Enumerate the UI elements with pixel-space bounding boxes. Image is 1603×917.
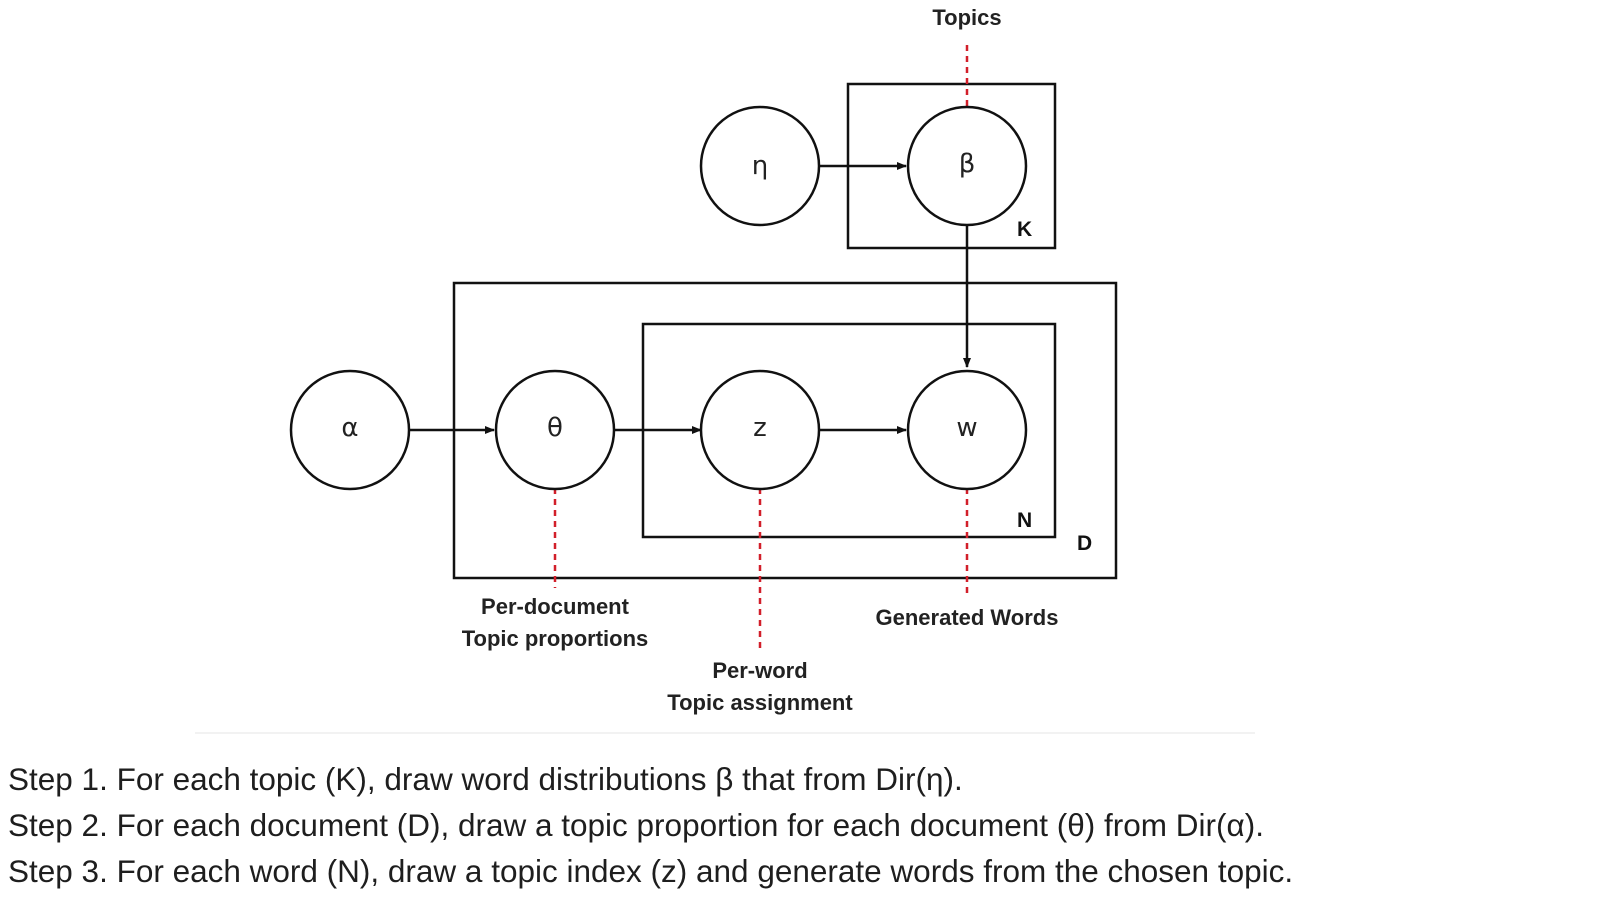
theta-annotation-line1: Per-document — [481, 594, 630, 619]
node-alpha-label: α — [341, 413, 358, 443]
node-eta: η — [699, 105, 821, 227]
step-2: Step 2. For each document (D), draw a to… — [8, 807, 1264, 843]
node-alpha: α — [289, 369, 411, 491]
steps-list: Step 1. For each topic (K), draw word di… — [8, 756, 1293, 894]
plate-label-n: N — [1017, 509, 1032, 532]
topics-annotation: Topics — [932, 5, 1001, 30]
w-annotation: Generated Words — [876, 605, 1059, 630]
node-theta-label: θ — [547, 413, 563, 443]
z-annotation-line2: Topic assignment — [667, 690, 853, 715]
plate-label-k: K — [1017, 218, 1032, 241]
node-theta: θ — [494, 369, 616, 491]
node-z-label: z — [753, 413, 767, 443]
step-1: Step 1. For each topic (K), draw word di… — [8, 761, 963, 797]
node-w: w — [906, 369, 1028, 491]
z-annotation-line1: Per-word — [712, 658, 807, 683]
node-beta: β — [906, 105, 1028, 227]
node-w-label: w — [956, 413, 977, 443]
step-3: Step 3. For each word (N), draw a topic … — [8, 853, 1294, 889]
plate-label-d: D — [1077, 532, 1092, 555]
node-z: z — [699, 369, 821, 491]
node-eta-label: η — [752, 151, 768, 181]
node-beta-label: β — [959, 149, 976, 179]
theta-annotation-line2: Topic proportions — [462, 626, 649, 651]
